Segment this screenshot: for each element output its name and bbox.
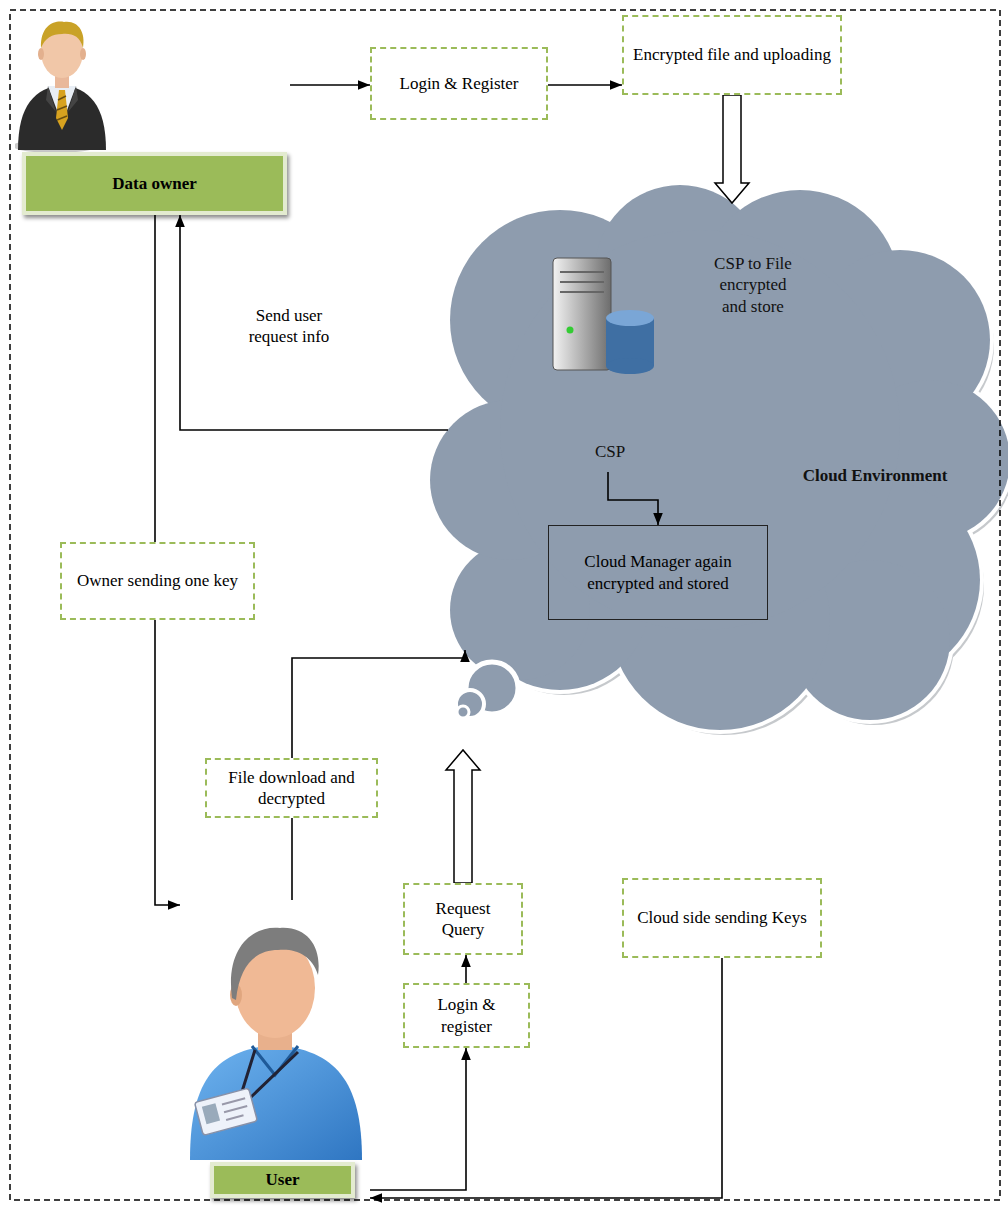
process-box: File download and decrypted [205, 758, 378, 818]
actor-name: Data owner [112, 174, 197, 194]
connector [154, 215, 156, 542]
connector [465, 955, 467, 983]
connector [180, 215, 448, 430]
connector [292, 650, 465, 758]
actor-node: User [180, 900, 370, 1200]
connector [370, 1048, 466, 1190]
actor-name: User [266, 1170, 300, 1190]
connector [155, 620, 180, 905]
box-text: Request Query [413, 898, 513, 941]
box-text: Cloud Manager again encrypted and stored [557, 551, 759, 594]
box-text: Login & register [413, 994, 520, 1037]
box-text: Encrypted file and uploading [633, 44, 831, 65]
edge-label: Send user request info [238, 305, 340, 348]
cloud-text: CSP [580, 441, 640, 462]
connector [290, 84, 370, 86]
process-box: Encrypted file and uploading [622, 15, 842, 95]
actor-label: Data owner [22, 152, 287, 215]
cloud-node: CSP to File encrypted and storeCSP Cloud … [430, 185, 1008, 740]
process-box: Login & Register [370, 47, 548, 120]
process-box: Request Query [403, 883, 523, 955]
connector [291, 818, 293, 900]
box-text: Cloud side sending Keys [637, 907, 807, 928]
region-title: Cloud Environment [775, 465, 975, 486]
hollow-arrow [446, 750, 480, 883]
box-text: Owner sending one key [77, 570, 238, 591]
actor-node: Data owner [15, 15, 290, 215]
box-text: File download and decrypted [215, 767, 368, 810]
process-box: Cloud side sending Keys [622, 878, 822, 958]
connector [370, 958, 722, 1198]
process-box: Login & register [403, 983, 530, 1048]
process-box: Owner sending one key [60, 542, 255, 620]
manager-box: Cloud Manager again encrypted and stored [548, 525, 768, 620]
box-text: Login & Register [400, 73, 519, 94]
actor-label: User [210, 1162, 355, 1198]
cloud-text: CSP to File encrypted and store [707, 253, 799, 317]
user-icon [180, 900, 370, 1200]
connector [548, 84, 622, 86]
hollow-arrow [715, 95, 749, 203]
